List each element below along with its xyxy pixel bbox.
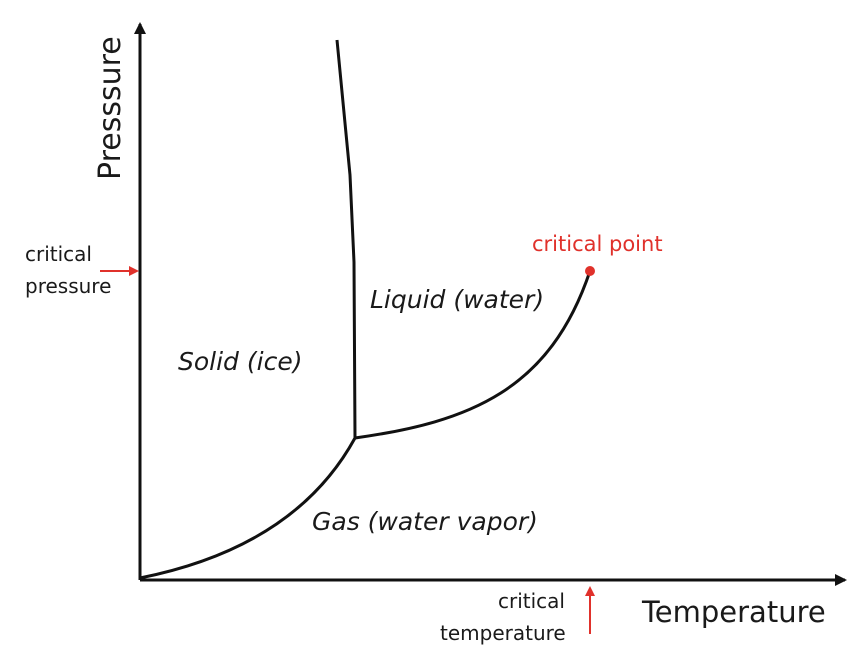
x-axis-title: Temperature — [641, 595, 826, 629]
solid-gas-boundary — [139, 437, 357, 580]
y-axis-title: Presssure — [93, 36, 128, 180]
critical-temperature-label-line2: temperature — [440, 621, 566, 645]
solid-liquid-boundary — [335, 39, 357, 439]
region-liquid-label: Liquid (water) — [370, 285, 544, 314]
critical-pressure-label-line1: critical — [25, 242, 92, 266]
critical-point-marker — [585, 266, 595, 276]
liquid-gas-boundary — [354, 270, 592, 440]
critical-temperature-label-line1: critical — [498, 589, 565, 613]
region-solid-label: Solid (ice) — [178, 347, 302, 376]
region-gas-label: Gas (water vapor) — [312, 507, 538, 536]
critical-pressure-label-line2: pressure — [25, 274, 111, 298]
critical-point-label: critical point — [532, 232, 663, 256]
